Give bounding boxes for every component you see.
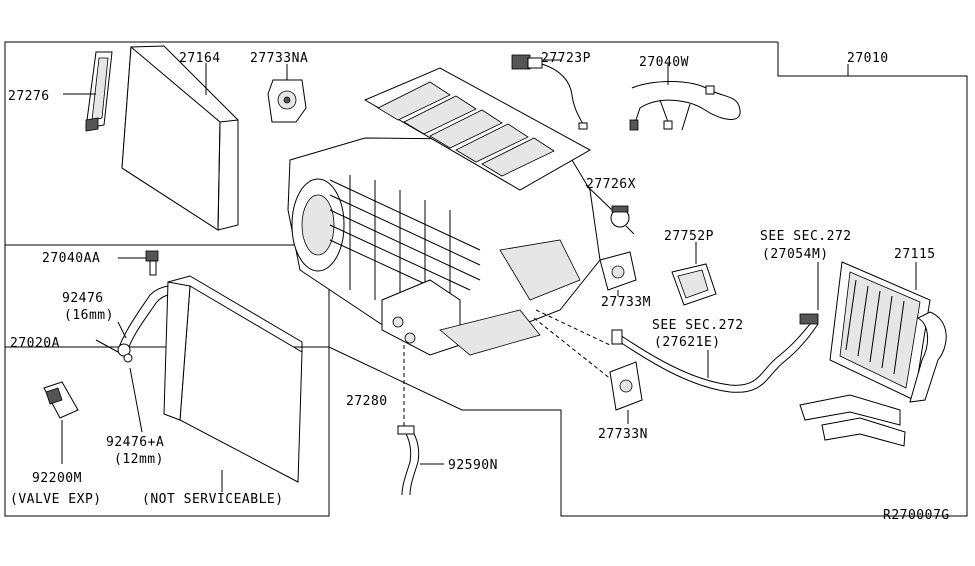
expansion-valve-92200M — [43, 381, 79, 419]
label-27733NA: 27733NA — [250, 51, 308, 66]
diagram-id: R270007G — [883, 508, 950, 523]
label-27054M: (27054M) — [762, 247, 829, 262]
label-92476A-size: (12mm) — [114, 452, 164, 467]
bolt-27040AA — [145, 250, 159, 276]
heater-unit-assembly — [287, 67, 601, 356]
label-92200M: 92200M — [32, 471, 82, 486]
leader-92476A — [129, 367, 143, 433]
leader-27726X — [585, 184, 613, 211]
label-27040W: 27040W — [639, 55, 689, 70]
label-27733M: 27733M — [601, 295, 651, 310]
filter-bracket-27276 — [85, 51, 113, 132]
label-92476: 92476 — [62, 291, 104, 306]
dash-line-2 — [533, 317, 613, 381]
label-27276: 27276 — [8, 89, 50, 104]
air-filter-27164 — [121, 45, 239, 231]
label-27115: 27115 — [894, 247, 936, 262]
sensor-27726X — [610, 205, 635, 235]
actuator-27733NA — [267, 79, 307, 123]
label-not-serviceable: (NOT SERVICEABLE) — [142, 492, 284, 507]
label-27040AA: 27040AA — [42, 251, 100, 266]
label-see-sec-272-a: SEE SEC.272 — [760, 229, 852, 244]
sensor-27723P — [511, 54, 588, 130]
label-92476-size: (16mm) — [64, 308, 114, 323]
harness-27040W — [629, 81, 741, 131]
label-27280: 27280 — [346, 394, 388, 409]
label-27752P: 27752P — [664, 229, 714, 244]
heater-core-27115 — [799, 261, 947, 447]
label-27733N: 27733N — [598, 427, 648, 442]
label-92590N: 92590N — [448, 458, 498, 473]
label-27723P: 27723P — [541, 51, 591, 66]
label-27020A: 27020A — [10, 336, 60, 351]
leader-92476 — [117, 321, 127, 339]
lower-left-frame — [4, 245, 330, 517]
hose-27621E — [611, 313, 819, 393]
leader-27020A — [95, 339, 119, 353]
label-92476A: 92476+A — [106, 435, 164, 450]
actuator-27733N — [609, 361, 643, 411]
label-27621E: (27621E) — [654, 335, 721, 350]
label-valve-exp: (VALVE EXP) — [10, 492, 102, 507]
drain-hose-92590N — [397, 425, 420, 496]
module-27752P — [671, 263, 717, 306]
label-27010: 27010 — [847, 51, 889, 66]
label-27164: 27164 — [179, 51, 221, 66]
actuator-27733M — [599, 251, 637, 291]
label-27726X: 27726X — [586, 177, 636, 192]
evaporator-core — [163, 275, 303, 483]
label-see-sec-272-b: SEE SEC.272 — [652, 318, 744, 333]
